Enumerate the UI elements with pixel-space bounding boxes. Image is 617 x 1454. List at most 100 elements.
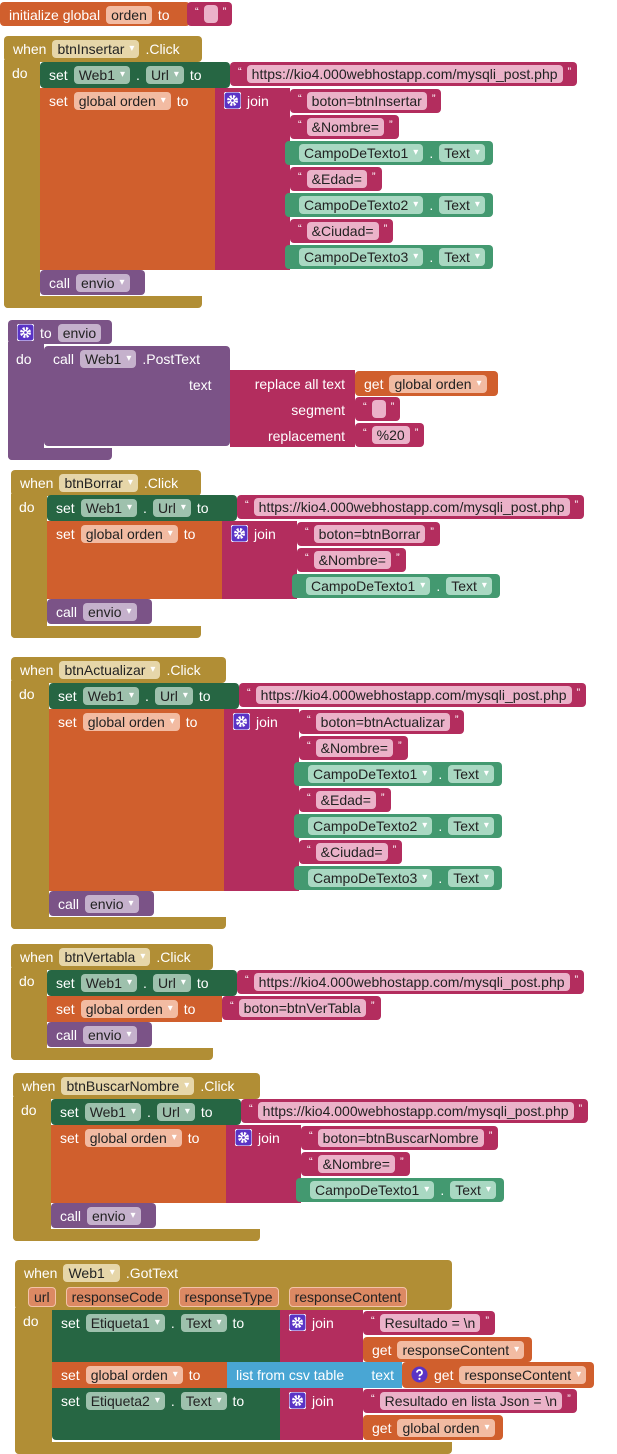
posttext-arg-label[interactable]: text <box>180 372 220 393</box>
component-dropdown[interactable]: CampoDeTexto3▾ <box>299 248 424 266</box>
dropdown-arrow-icon[interactable]: ▾ <box>109 1267 115 1278</box>
join-block[interactable]: join <box>215 88 290 270</box>
replacement-string-block[interactable]: “%20” <box>355 423 425 447</box>
component-dropdown[interactable]: Web1▾ <box>73 66 131 84</box>
component-dropdown[interactable]: Web1▾ <box>80 350 137 368</box>
dropdown-arrow-icon[interactable]: ▾ <box>180 502 186 513</box>
dropdown-arrow-icon[interactable]: ▾ <box>413 199 419 210</box>
component-text-getter[interactable]: CampoDeTexto2▾.Text▾ <box>285 193 493 217</box>
segment-string-block[interactable]: “” <box>355 397 401 421</box>
property-dropdown[interactable]: Url▾ <box>156 1103 195 1121</box>
join-string-block[interactable]: “boton=btnInsertar” <box>290 89 442 113</box>
join-string-block[interactable]: “boton=btnVerTabla” <box>222 996 381 1020</box>
url-string-block[interactable]: “https://kio4.000webhostapp.com/mysqli_p… <box>237 495 585 519</box>
variable-dropdown[interactable]: global orden▾ <box>389 375 487 393</box>
dropdown-arrow-icon[interactable]: ▾ <box>129 43 135 54</box>
dropdown-arrow-icon[interactable]: ▾ <box>127 477 133 488</box>
join-string-block[interactable]: “Resultado en lista Json = \n” <box>363 1389 577 1413</box>
dropdown-arrow-icon[interactable]: ▾ <box>120 69 126 80</box>
mutator-gear-icon[interactable] <box>288 1391 307 1410</box>
component-dropdown[interactable]: CampoDeTexto1▾ <box>310 1181 435 1199</box>
dropdown-arrow-icon[interactable]: ▾ <box>484 1422 490 1433</box>
mutator-gear-icon[interactable] <box>230 524 249 543</box>
property-dropdown[interactable]: Text▾ <box>180 1392 227 1410</box>
component-dropdown[interactable]: Etiqueta1▾ <box>85 1314 165 1332</box>
event-component-dropdown[interactable]: btnVertabla▾ <box>59 948 151 966</box>
component-text-getter[interactable]: CampoDeTexto1▾.Text▾ <box>292 574 500 598</box>
string-value[interactable]: https://kio4.000webhostapp.com/mysqli_po… <box>246 65 563 83</box>
component-dropdown[interactable]: CampoDeTexto1▾ <box>299 144 424 162</box>
dropdown-arrow-icon[interactable]: ▾ <box>422 872 428 883</box>
procedure-envio-bottom[interactable] <box>8 448 112 460</box>
string-value[interactable]: https://kio4.000webhostapp.com/mysqli_po… <box>255 686 572 704</box>
property-dropdown[interactable]: Url▾ <box>154 687 193 705</box>
string-value[interactable]: boton=btnActualizar <box>315 713 450 731</box>
dropdown-arrow-icon[interactable]: ▾ <box>481 580 487 591</box>
dropdown-arrow-icon[interactable]: ▾ <box>173 69 179 80</box>
string-value[interactable]: &Nombre= <box>306 118 384 136</box>
string-value[interactable]: boton=btnBorrar <box>313 525 426 543</box>
dropdown-arrow-icon[interactable]: ▾ <box>422 820 428 831</box>
string-value[interactable]: &Nombre= <box>315 739 393 757</box>
string-value[interactable]: &Edad= <box>315 791 376 809</box>
when-actualizar-click-block-side[interactable]: do <box>11 681 49 929</box>
procedure-envio-side[interactable]: do <box>8 342 44 460</box>
when-insertar-click-block-side[interactable]: do <box>4 60 40 308</box>
event-parameter[interactable]: url <box>28 1287 56 1307</box>
join-string-block[interactable]: “&Edad=” <box>299 788 391 812</box>
variable-dropdown[interactable]: global orden▾ <box>84 1129 182 1147</box>
procedure-dropdown[interactable]: envio▾ <box>83 1026 137 1044</box>
variable-dropdown[interactable]: global orden▾ <box>85 1366 183 1384</box>
dropdown-arrow-icon[interactable]: ▾ <box>514 1344 520 1355</box>
dropdown-arrow-icon[interactable]: ▾ <box>130 1210 136 1221</box>
join-block[interactable]: join <box>226 1125 301 1203</box>
mutator-gear-icon[interactable] <box>232 712 251 731</box>
event-parameter[interactable]: responseContent <box>288 1287 408 1307</box>
dropdown-arrow-icon[interactable]: ▾ <box>483 872 489 883</box>
dropdown-arrow-icon[interactable]: ▾ <box>126 353 132 364</box>
string-value[interactable]: &Nombre= <box>317 1155 395 1173</box>
string-value[interactable]: boton=btnVerTabla <box>238 999 366 1017</box>
component-text-getter[interactable]: CampoDeTexto1▾.Text▾ <box>296 1178 504 1202</box>
component-dropdown[interactable]: CampoDeTexto1▾ <box>308 765 433 783</box>
string-value[interactable]: boton=btnInsertar <box>306 92 427 110</box>
string-value[interactable]: &Edad= <box>306 170 367 188</box>
url-string-block[interactable]: “https://kio4.000webhostapp.com/mysqli_p… <box>241 1099 589 1123</box>
help-question-icon[interactable] <box>411 1366 428 1383</box>
dropdown-arrow-icon[interactable]: ▾ <box>413 251 419 262</box>
url-string-block[interactable]: “https://kio4.000webhostapp.com/mysqli_p… <box>230 62 578 86</box>
event-component-dropdown[interactable]: btnBuscarNombre▾ <box>61 1077 195 1095</box>
dropdown-arrow-icon[interactable]: ▾ <box>172 1369 178 1380</box>
string-value[interactable]: https://kio4.000webhostapp.com/mysqli_po… <box>257 1102 574 1120</box>
component-dropdown[interactable]: Etiqueta2▾ <box>85 1392 165 1410</box>
variable-dropdown[interactable]: global orden▾ <box>397 1419 495 1437</box>
dropdown-arrow-icon[interactable]: ▾ <box>413 147 419 158</box>
event-parameter[interactable]: responseCode <box>65 1287 169 1307</box>
dropdown-arrow-icon[interactable]: ▾ <box>119 277 125 288</box>
procedure-dropdown[interactable]: envio▾ <box>76 274 130 292</box>
component-text-getter[interactable]: CampoDeTexto3▾.Text▾ <box>294 866 502 890</box>
join-string-block[interactable]: “&Nombre=” <box>290 115 399 139</box>
procedure-name-field[interactable]: envio <box>57 324 102 342</box>
variable-name-field[interactable]: orden <box>106 6 152 24</box>
join-string-block[interactable]: “boton=btnBuscarNombre” <box>301 1126 499 1150</box>
dropdown-arrow-icon[interactable]: ▾ <box>167 528 173 539</box>
string-value[interactable]: Resultado en lista Json = \n <box>379 1392 563 1410</box>
property-dropdown[interactable]: Text▾ <box>448 817 494 835</box>
join-block[interactable]: join <box>224 709 299 891</box>
